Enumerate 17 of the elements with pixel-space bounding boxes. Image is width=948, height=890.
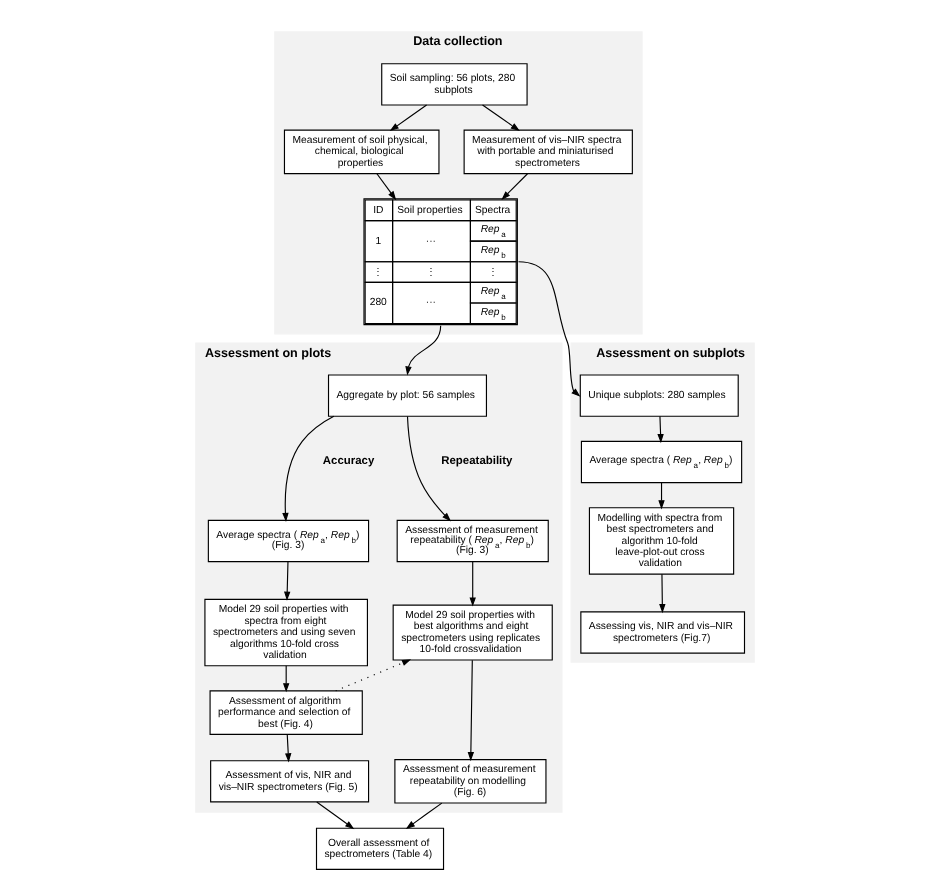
arrow — [388, 103, 427, 131]
arrow — [284, 732, 291, 762]
arrow — [404, 801, 442, 829]
arrow — [466, 658, 474, 761]
arrow — [656, 414, 663, 443]
arrow — [468, 560, 475, 606]
arrow — [334, 658, 411, 691]
arrow — [658, 572, 665, 613]
arrow — [375, 172, 396, 200]
arrow — [315, 800, 354, 829]
arrow — [405, 414, 451, 521]
arrow — [281, 414, 334, 522]
arrow — [283, 560, 290, 600]
arrow — [516, 260, 580, 396]
arrow — [404, 324, 441, 375]
arrow — [500, 172, 528, 199]
arrow — [481, 103, 519, 131]
